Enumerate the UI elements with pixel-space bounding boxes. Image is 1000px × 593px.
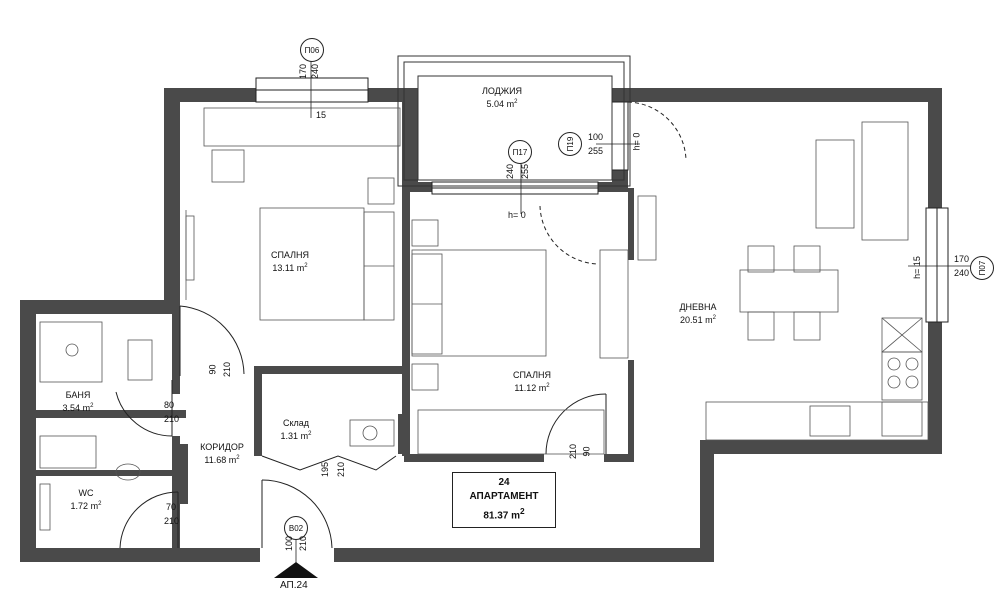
dim-p06-sill: 15 — [316, 110, 327, 120]
entrance-label: АП.24 — [280, 580, 308, 591]
dim-door-entry-height: 210 — [298, 535, 309, 552]
room-area: 20.51 — [680, 315, 703, 325]
dim-door-bath-height: 210 — [164, 414, 180, 424]
loggia-balcony — [397, 55, 631, 187]
area-unit: m — [705, 315, 713, 325]
room-bedroom-1: СПАЛНЯ 13.11 m2 — [258, 250, 322, 274]
room-living: ДНЕВНА 20.51 m2 — [666, 302, 730, 326]
room-loggia: ЛОДЖИЯ 5.04 m2 — [470, 86, 534, 110]
room-area: 3.54 — [62, 403, 81, 413]
room-name: КОРИДОР — [200, 442, 244, 452]
dim-p06-height: 240 — [310, 63, 321, 80]
apartment-number: 24 — [498, 477, 510, 488]
tag-p07: П07 — [970, 256, 994, 280]
room-name: СПАЛНЯ — [512, 370, 552, 380]
dim-door-bedroom2-width: 90 — [581, 446, 592, 457]
dim-p17-height: 255 — [520, 163, 531, 180]
walls — [20, 88, 942, 562]
tag-p17: П17 — [508, 140, 532, 164]
room-name: ДНЕВНА — [679, 302, 717, 312]
furniture — [39, 107, 929, 531]
room-name: WC — [78, 488, 94, 498]
room-area: 5.04 — [486, 99, 505, 109]
dim-door-entry-width: 100 — [284, 535, 295, 552]
dim-door-bedroom1-height: 210 — [222, 361, 233, 378]
dim-p19-sill: h= 0 — [631, 132, 642, 151]
dim-door-bath-width: 80 — [164, 400, 175, 410]
room-name: ЛОДЖИЯ — [481, 86, 523, 96]
room-wc: WC 1.72 m2 — [58, 488, 114, 512]
room-area: 13.11 — [272, 263, 295, 273]
dim-p17-width: 240 — [505, 163, 516, 180]
room-bedroom-2: СПАЛНЯ 11.12 m2 — [500, 370, 564, 394]
apartment-label: АПАРТАМЕНТ — [469, 491, 539, 502]
dim-door-wc-height: 210 — [164, 516, 180, 526]
room-corridor: КОРИДОР 11.68 m2 — [190, 442, 254, 466]
dim-p07-height: 240 — [954, 268, 970, 278]
dim-door-storage-width: 195 — [320, 461, 331, 478]
room-area: 1.31 — [280, 431, 299, 441]
room-name: Склад — [282, 418, 310, 428]
doors — [115, 101, 687, 549]
room-area: 1.72 — [70, 501, 89, 511]
area-unit: m — [82, 403, 91, 413]
dim-door-bedroom1-width: 90 — [207, 364, 218, 375]
dim-p17-sill: h= 0 — [508, 210, 526, 220]
dim-door-wc-width: 70 — [166, 502, 177, 512]
dim-p07-width: 170 — [954, 254, 970, 264]
room-area: 11.68 — [204, 455, 227, 465]
room-area: 11.12 — [514, 383, 537, 393]
area-unit: m — [90, 501, 99, 511]
area-unit: m — [538, 383, 547, 393]
windows — [255, 77, 949, 323]
dim-p07-sill: h= 15 — [911, 256, 922, 279]
apartment-area: 81.37 — [483, 510, 509, 522]
area-unit: m — [506, 99, 515, 109]
dim-door-storage-height: 210 — [336, 461, 347, 478]
dim-p19-height: 255 — [588, 146, 604, 156]
area-unit: m — [296, 263, 305, 273]
tag-p06: П06 — [300, 38, 324, 62]
area-unit: m — [300, 431, 309, 441]
room-name: БАНЯ — [65, 390, 91, 400]
dim-door-bedroom2-height: 210 — [568, 443, 579, 460]
tag-p19: П19 — [558, 132, 582, 156]
room-bath: БАНЯ 3.54 m2 — [46, 390, 110, 414]
apartment-summary: 24 АПАРТАМЕНТ 81.37 m2 — [452, 472, 556, 528]
area-unit: m — [228, 455, 237, 465]
entrance-arrow — [274, 562, 318, 578]
room-name: СПАЛНЯ — [270, 250, 310, 260]
dim-p06-width: 170 — [298, 63, 309, 80]
tag-b02: В02 — [284, 516, 308, 540]
room-storage: Склад 1.31 m2 — [268, 418, 324, 442]
dim-p19-width: 100 — [588, 132, 604, 142]
area-unit: m — [511, 510, 521, 522]
